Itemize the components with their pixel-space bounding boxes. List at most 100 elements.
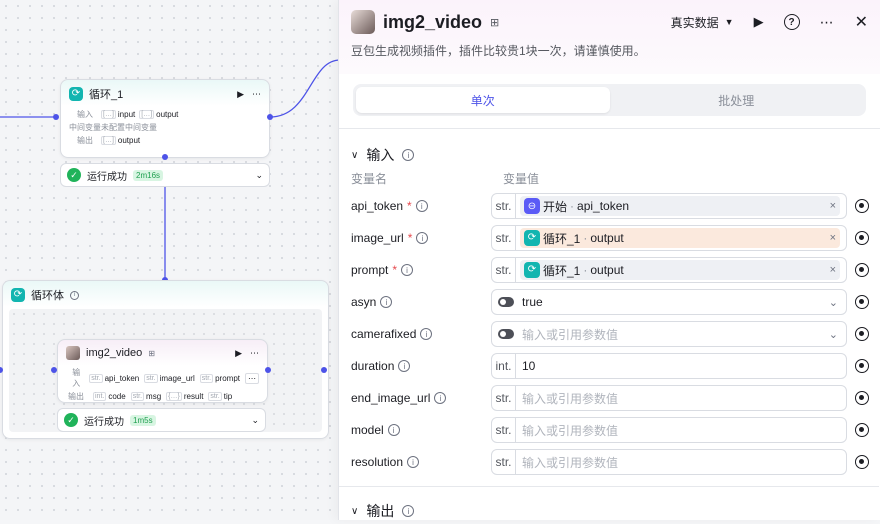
connection-lines (0, 59, 340, 371)
video-node[interactable]: img2_video ⊞ ▶ ⋯ 输入 str.api_token str.im… (57, 339, 268, 403)
type-badge[interactable]: str. (492, 450, 516, 474)
panel-title[interactable]: img2_video (383, 11, 483, 32)
param-input[interactable]: str.输入或引用参数值 (491, 417, 847, 443)
param-name: api_token (351, 199, 404, 213)
col-value-header: 变量值 (503, 171, 540, 186)
info-icon[interactable]: i (420, 328, 433, 340)
more-tags-icon[interactable]: ⋯ (245, 372, 259, 384)
param-name: prompt (351, 263, 389, 277)
param-name: end_image_url (351, 391, 431, 405)
loop-input-tag: […]input (101, 110, 136, 119)
caret-down-icon: ▼ (724, 17, 734, 27)
loop-icon: ⟳ (69, 87, 83, 101)
input-port[interactable] (0, 367, 3, 373)
output-port[interactable] (265, 367, 271, 373)
param-input[interactable]: str.输入或引用参数值 (491, 385, 847, 411)
clear-icon[interactable]: × (829, 232, 836, 244)
required-mark: * (392, 263, 398, 277)
type-badge[interactable]: str. (492, 386, 516, 410)
video-node-title: img2_video (86, 347, 143, 359)
output-port[interactable] (321, 367, 327, 373)
loop-node-title: 循环_1 (89, 89, 124, 101)
more-icon[interactable]: ⋯ (252, 88, 261, 99)
body-port[interactable] (162, 154, 168, 160)
clear-icon[interactable]: × (829, 264, 836, 276)
clear-icon[interactable]: × (829, 200, 836, 212)
type-badge[interactable]: str. (492, 226, 516, 250)
required-mark: * (407, 231, 413, 245)
input-port[interactable] (53, 114, 59, 120)
run-icon[interactable]: ▶ (753, 14, 764, 29)
mode-select[interactable]: 真实数据▼ (670, 15, 734, 30)
video-status-bar[interactable]: ✓ 运行成功 1m5s ⌄ (57, 408, 266, 432)
info-icon[interactable]: i (402, 505, 415, 517)
toggle-icon[interactable] (498, 329, 514, 339)
loop-node[interactable]: ⟳ 循环_1 ▶ ⋯ 输入 […]input […]output 中间变量 未配… (60, 79, 270, 158)
success-icon: ✓ (67, 168, 81, 182)
start-icon: ⊖ (524, 198, 540, 214)
video-input-tag: str.image_url (144, 373, 195, 383)
reference-variable-icon[interactable] (855, 231, 869, 245)
loop-icon: ⟳ (524, 262, 540, 278)
loop-icon: ⟳ (524, 230, 540, 246)
info-icon[interactable]: i (380, 296, 393, 308)
type-badge[interactable]: str. (492, 418, 516, 442)
info-icon[interactable]: i (387, 424, 400, 436)
close-icon[interactable]: ✕ (854, 14, 868, 31)
success-icon: ✓ (64, 413, 78, 427)
param-input[interactable]: str.⟳循环_1·output× (491, 225, 847, 251)
param-name: image_url (351, 231, 404, 245)
chevron-down-icon[interactable]: ⌄ (828, 296, 838, 309)
info-icon[interactable]: i (434, 392, 447, 404)
chevron-down-icon[interactable]: ⌄ (255, 169, 263, 180)
workflow-canvas[interactable]: ⟳ 循环_1 ▶ ⋯ 输入 […]input […]output 中间变量 未配… (0, 0, 340, 520)
tab-batch[interactable]: 批处理 (718, 93, 755, 108)
info-icon[interactable]: i (70, 290, 79, 300)
param-input[interactable]: true⌄ (491, 289, 847, 315)
type-badge[interactable]: int. (492, 354, 516, 378)
output-section-header[interactable]: ∨ 输出 i (339, 498, 426, 524)
info-icon[interactable]: i (416, 232, 429, 244)
param-input[interactable]: 输入或引用参数值⌄ (491, 321, 847, 347)
info-icon[interactable]: i (402, 149, 415, 161)
reference-variable-icon[interactable] (855, 455, 869, 469)
chevron-down-icon[interactable]: ⌄ (251, 414, 259, 425)
variable-reference[interactable]: ⊖开始·api_token× (520, 196, 840, 216)
param-input[interactable]: str.⟳循环_1·output× (491, 257, 847, 283)
reference-variable-icon[interactable] (855, 263, 869, 277)
chevron-down-icon[interactable]: ⌄ (828, 328, 838, 341)
info-icon[interactable]: i (401, 264, 414, 276)
more-icon[interactable]: ⋯ (819, 13, 835, 30)
loop-status-bar[interactable]: ✓ 运行成功 2m16s ⌄ (60, 163, 270, 187)
reference-variable-icon[interactable] (855, 295, 869, 309)
help-icon[interactable]: ? (783, 14, 800, 30)
tab-single[interactable]: 单次 (356, 87, 610, 113)
run-icon[interactable]: ▶ (235, 347, 242, 358)
param-row-image-url: image_url*i str.⟳循环_1·output× (339, 225, 879, 251)
reference-variable-icon[interactable] (855, 359, 869, 373)
more-icon[interactable]: ⋯ (250, 347, 259, 358)
output-port[interactable] (267, 114, 273, 120)
param-input[interactable]: str.⊖开始·api_token× (491, 193, 847, 219)
reference-variable-icon[interactable] (855, 423, 869, 437)
variable-reference[interactable]: ⟳循环_1·output× (520, 228, 840, 248)
info-icon[interactable]: i (398, 360, 411, 372)
input-port[interactable] (51, 367, 57, 373)
info-icon[interactable]: i (407, 456, 420, 468)
reference-variable-icon[interactable] (855, 391, 869, 405)
info-icon[interactable]: i (415, 200, 428, 212)
type-badge[interactable]: str. (492, 194, 516, 218)
chevron-down-icon: ∨ (351, 505, 359, 517)
param-input[interactable]: int.10 (491, 353, 847, 379)
toggle-icon[interactable] (498, 297, 514, 307)
reference-variable-icon[interactable] (855, 327, 869, 341)
run-mode-tabs: 单次 批处理 (353, 84, 866, 116)
type-badge[interactable]: str. (492, 258, 516, 282)
run-icon[interactable]: ▶ (237, 88, 244, 99)
variable-reference[interactable]: ⟳循环_1·output× (520, 260, 840, 280)
input-section-header[interactable]: ∨ 输入 i (339, 142, 880, 168)
reference-variable-icon[interactable] (855, 199, 869, 213)
param-input[interactable]: str.输入或引用参数值 (491, 449, 847, 475)
